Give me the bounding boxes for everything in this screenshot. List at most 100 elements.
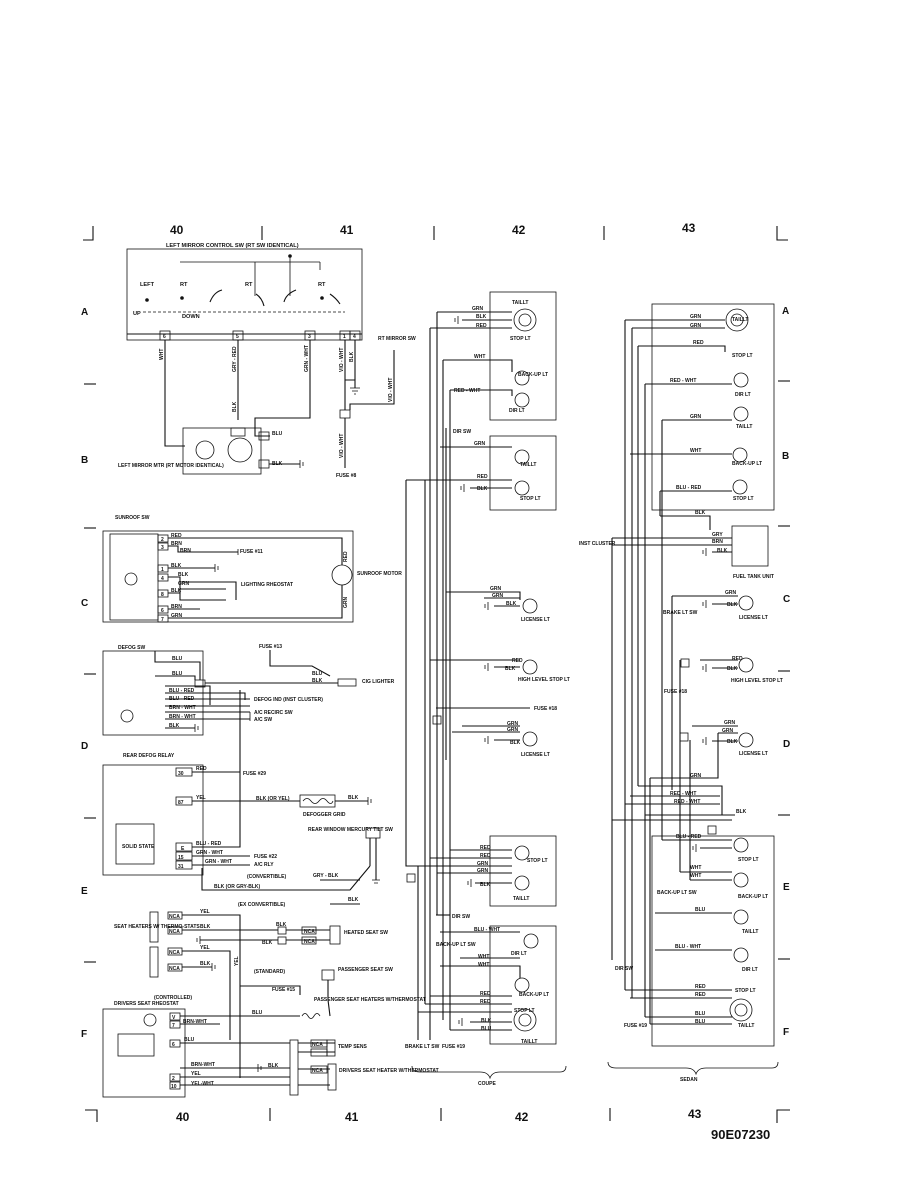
coupe-lamp-backup-2: BACK-UP LT [519,992,549,998]
coupe-wire-grn-2: GRN [474,441,486,447]
sedan-wire-blk-5: BLK [727,739,738,745]
row-f-right: F [783,1027,790,1038]
seat-nca-5: NCA [304,929,315,935]
coupe-dir-sw-2: DIR SW [452,914,470,920]
heated-seat-sw-label: HEATED SEAT SW [344,930,388,936]
sedan-wire-brn: BRN [712,539,723,545]
mirror-label-down: DOWN [182,314,200,320]
sunroof-pin-1: 1 [161,567,164,573]
row-d-left: D [81,741,89,752]
row-e-left: E [81,886,88,897]
column-42-top: 42 [512,223,526,237]
relay-pin-30: 30 [178,771,184,777]
row-f-left: F [81,1029,88,1040]
coupe-wire-blk-1: BLK [476,314,487,320]
sunroof-pin-4: 4 [161,576,164,582]
sedan-wire-red-2: RED [732,656,743,662]
coupe-lamp-high-level: HIGH LEVEL STOP LT [518,677,570,683]
ac-relay-label: A/C RLY [254,862,274,868]
coupe-wire-red-4: RED [480,845,491,851]
coupe-wire-blk-7: BLK [481,1018,492,1024]
inst-cluster-label: INST CLUSTER [579,541,616,547]
sedan-lamp-dir-2: DIR LT [742,967,758,973]
row-e-right: E [783,882,790,893]
rheostat-pin-2: 2 [172,1076,175,1082]
sedan-wire-grn-4: GRN [725,590,737,596]
sedan-wire-red-wht-2: RED - WHT [670,791,696,797]
drivers-seat-rheostat-label: DRIVERS SEAT RHEOSTAT [114,1001,179,1007]
seat-fuse-15: FUSE #15 [272,987,295,993]
sedan-lamp-high-level: HIGH LEVEL STOP LT [731,678,783,684]
relay-wire-blk-or-gry-blk: BLK (OR GRY-BLK) [214,884,261,890]
relay-wire-blk: BLK [348,795,359,801]
seat-nca-1: NCA [169,914,180,920]
coupe-wire-red-6: RED [480,991,491,997]
mirror-label-rt-1: RT [180,282,188,288]
relay-wire-grn-wht-2: GRN - WHT [205,859,232,865]
sedan-lamp-taillt-1: TAILLT [732,317,748,323]
seat-wire-yel-4: YEL [191,1071,201,1077]
sedan-lamp-stop-3: STOP LT [738,857,759,863]
relay-pin-87: 87 [178,800,184,806]
row-a-left: A [81,307,89,318]
relay-wire-grn-wht-1: GRN - WHT [196,850,223,856]
coupe-wire-red-3: RED [512,658,523,664]
coupe-wire-wht-1: WHT [474,354,485,360]
coupe-wire-blk-4: BLK [505,666,516,672]
defog-wire-brn-wht-2: BRN - WHT [169,714,196,720]
defog-wire-blu-red-2: BLU - RED [169,696,195,702]
row-b-right: B [782,451,790,462]
seat-nca-3: NCA [169,950,180,956]
fuel-tank-unit-label: FUEL TANK UNIT [733,574,774,580]
defog-switch-label: DEFOG SW [118,645,146,651]
coupe-wire-grn-4: GRN [492,593,504,599]
coupe-lamp-taillt-3: TAILLT [513,896,529,902]
mirror-pin-3: 3 [308,334,311,340]
relay-wire-red: RED [196,766,207,772]
coupe-wire-wht-3: WHT [478,962,489,968]
rheostat-pin-10: 10 [171,1084,177,1090]
sedan-wire-blu-2: BLU [695,1011,706,1017]
coupe-lamp-dir-2: DIR LT [511,951,527,957]
sedan-dir-sw: DIR SW [615,966,633,972]
defog-wire-blu-red-1: BLU - RED [169,688,195,694]
sedan-wire-blu-3: BLU [695,1019,706,1025]
coupe-lamp-license-2: LICENSE LT [521,752,550,758]
seat-wire-brn-wht-1: BRN-WHT [183,1019,207,1025]
sunroof-motor-label: SUNROOF MOTOR [357,571,402,577]
mirror-wire-vio-wht: VIO - WHT [339,348,345,372]
passenger-seat-sw-label: PASSENGER SEAT SW [338,967,393,973]
sedan-backup-sw: BACK-UP LT SW [657,890,697,896]
coupe-lighting: TAILLT STOP LT BACK-UP LT DIR LT TAILLT … [405,291,570,1087]
sunroof-pin-8: 8 [161,592,164,598]
mirror-label-rt-2: RT [245,282,253,288]
mirror-fuse-8: FUSE #8 [336,473,357,479]
sedan-wire-blu-red-1: BLU - RED [676,485,702,491]
drivers-seat-heater-label: DRIVERS SEAT HEATER W/THERMOSTAT [339,1068,439,1074]
sunroof-wire-red-2: RED [343,551,349,562]
coupe-wire-grn-3: GRN [490,586,502,592]
solid-state-label: SOLID STATE [122,844,155,850]
sedan-wire-wht-3: WHT [690,873,701,879]
coupe-wire-blu-wht: BLU - WHT [474,927,500,933]
coupe-lamp-stop-2: STOP LT [520,496,541,502]
rheostat-pin-6: 6 [172,1042,175,1048]
sedan-lamp-taillt-3: TAILLT [742,929,758,935]
mirror-wire-gry-red: GRY - RED [232,346,238,372]
convertible-label: (CONVERTIBLE) [247,874,287,880]
passenger-heaters-label: PASSENGER SEAT HEATERS W/THERMOSTAT [314,997,426,1003]
sunroof-wire-brn-3: BRN [171,604,182,610]
coupe-brake-sw: BRAKE LT SW [405,1044,440,1050]
sedan-wire-red-wht-3: RED - WHT [674,799,700,805]
coupe-fuse-18: FUSE #18 [534,706,557,712]
coupe-wire-wht-2: WHT [478,954,489,960]
sedan-wire-red-4: RED [695,992,706,998]
seat-wire-yel-3: YEL [234,956,240,966]
coupe-dir-sw-1: DIR SW [453,429,471,435]
column-40-top: 40 [170,223,184,237]
coupe-lamp-taillt-1: TAILLT [512,300,528,306]
seat-wire-yel-1: YEL [200,909,210,915]
seat-wire-brn-wht-2: BRN-WHT [191,1062,215,1068]
sedan-wire-grn-2: GRN [690,323,702,329]
